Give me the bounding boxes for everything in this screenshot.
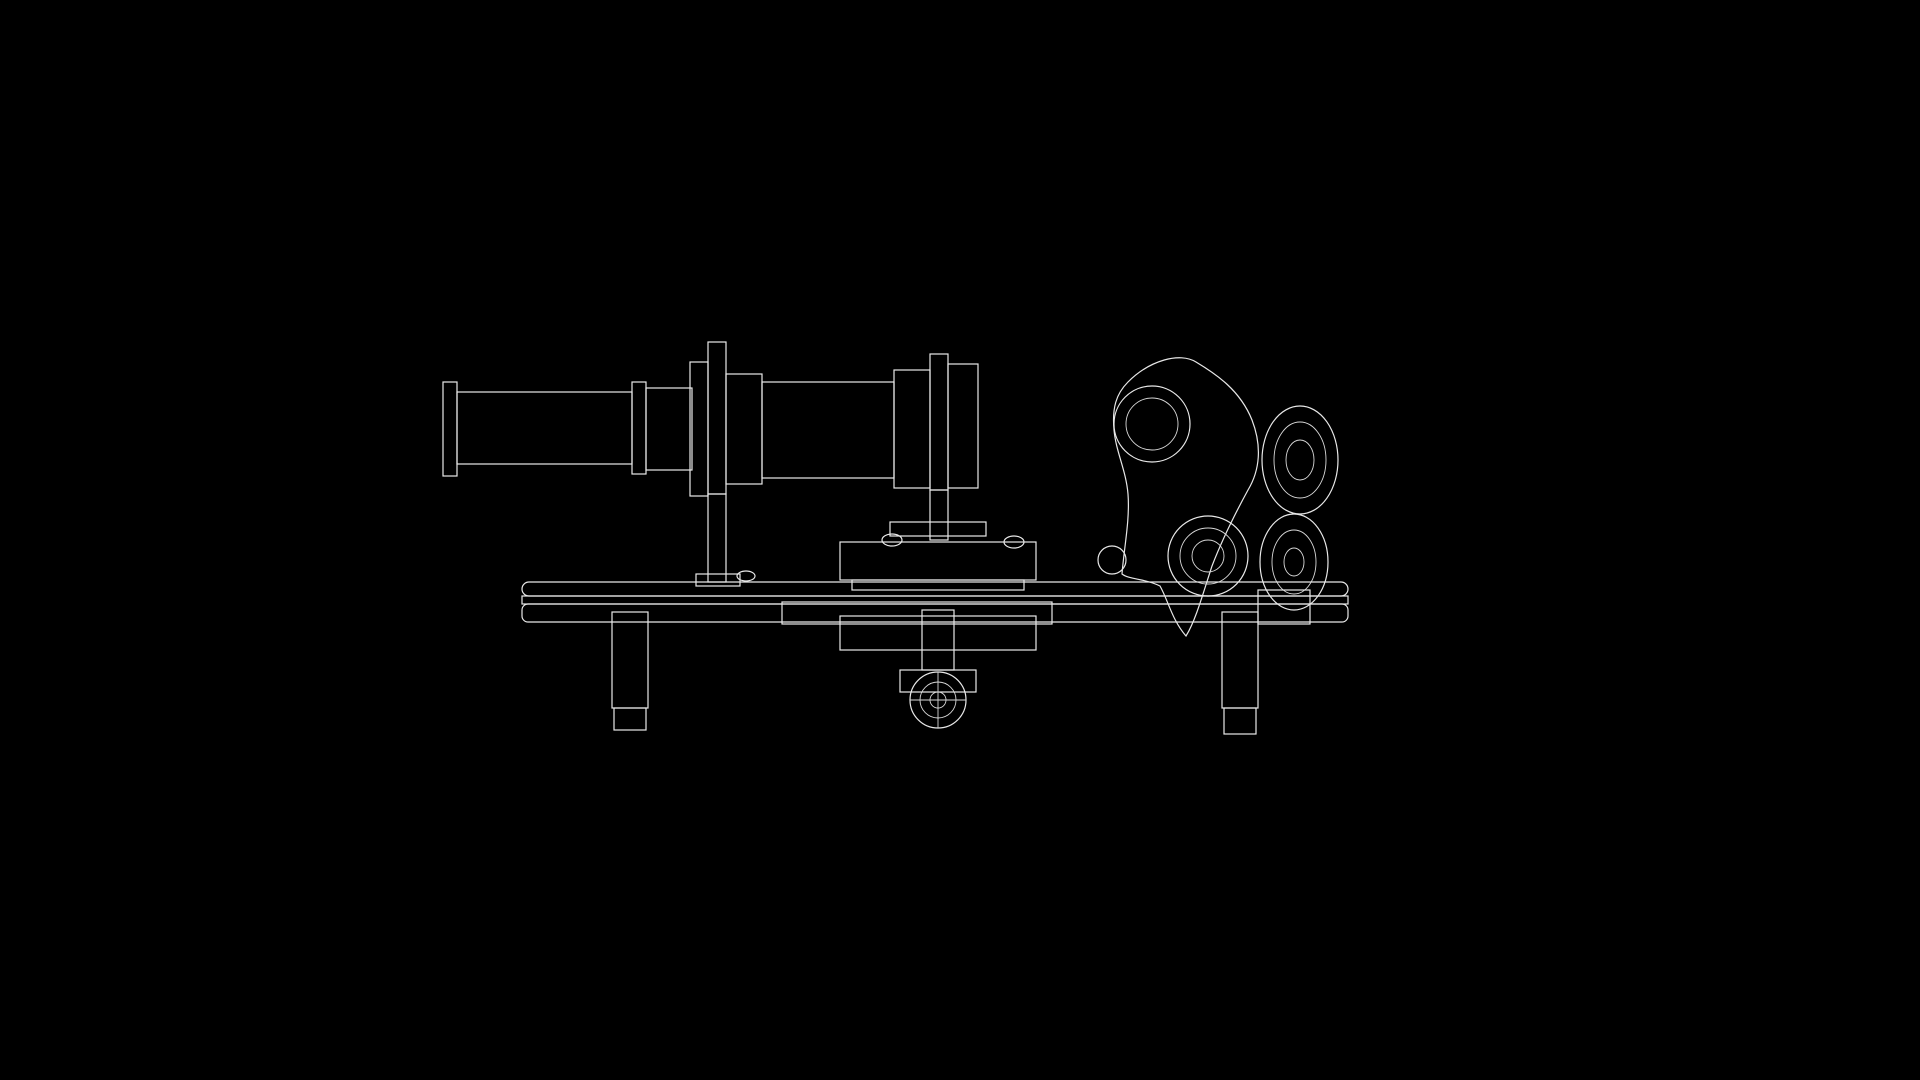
tube-flange-right[interactable] xyxy=(929,353,979,491)
main-tube[interactable] xyxy=(761,369,931,489)
turret-small-lower[interactable] xyxy=(1257,513,1329,625)
tube-flange-left[interactable] xyxy=(689,341,763,497)
leg-right[interactable] xyxy=(1221,611,1259,735)
support-post-left[interactable] xyxy=(695,493,756,587)
turret-large[interactable] xyxy=(1097,357,1259,638)
leg-left[interactable] xyxy=(611,611,649,731)
base-rail[interactable] xyxy=(521,581,1349,625)
eyepiece-tube[interactable] xyxy=(442,381,693,477)
support-post-right[interactable] xyxy=(881,489,1025,549)
adjustment-knob[interactable] xyxy=(909,671,967,729)
center-hub[interactable] xyxy=(839,541,1037,651)
turret-small-upper[interactable] xyxy=(1261,405,1339,515)
